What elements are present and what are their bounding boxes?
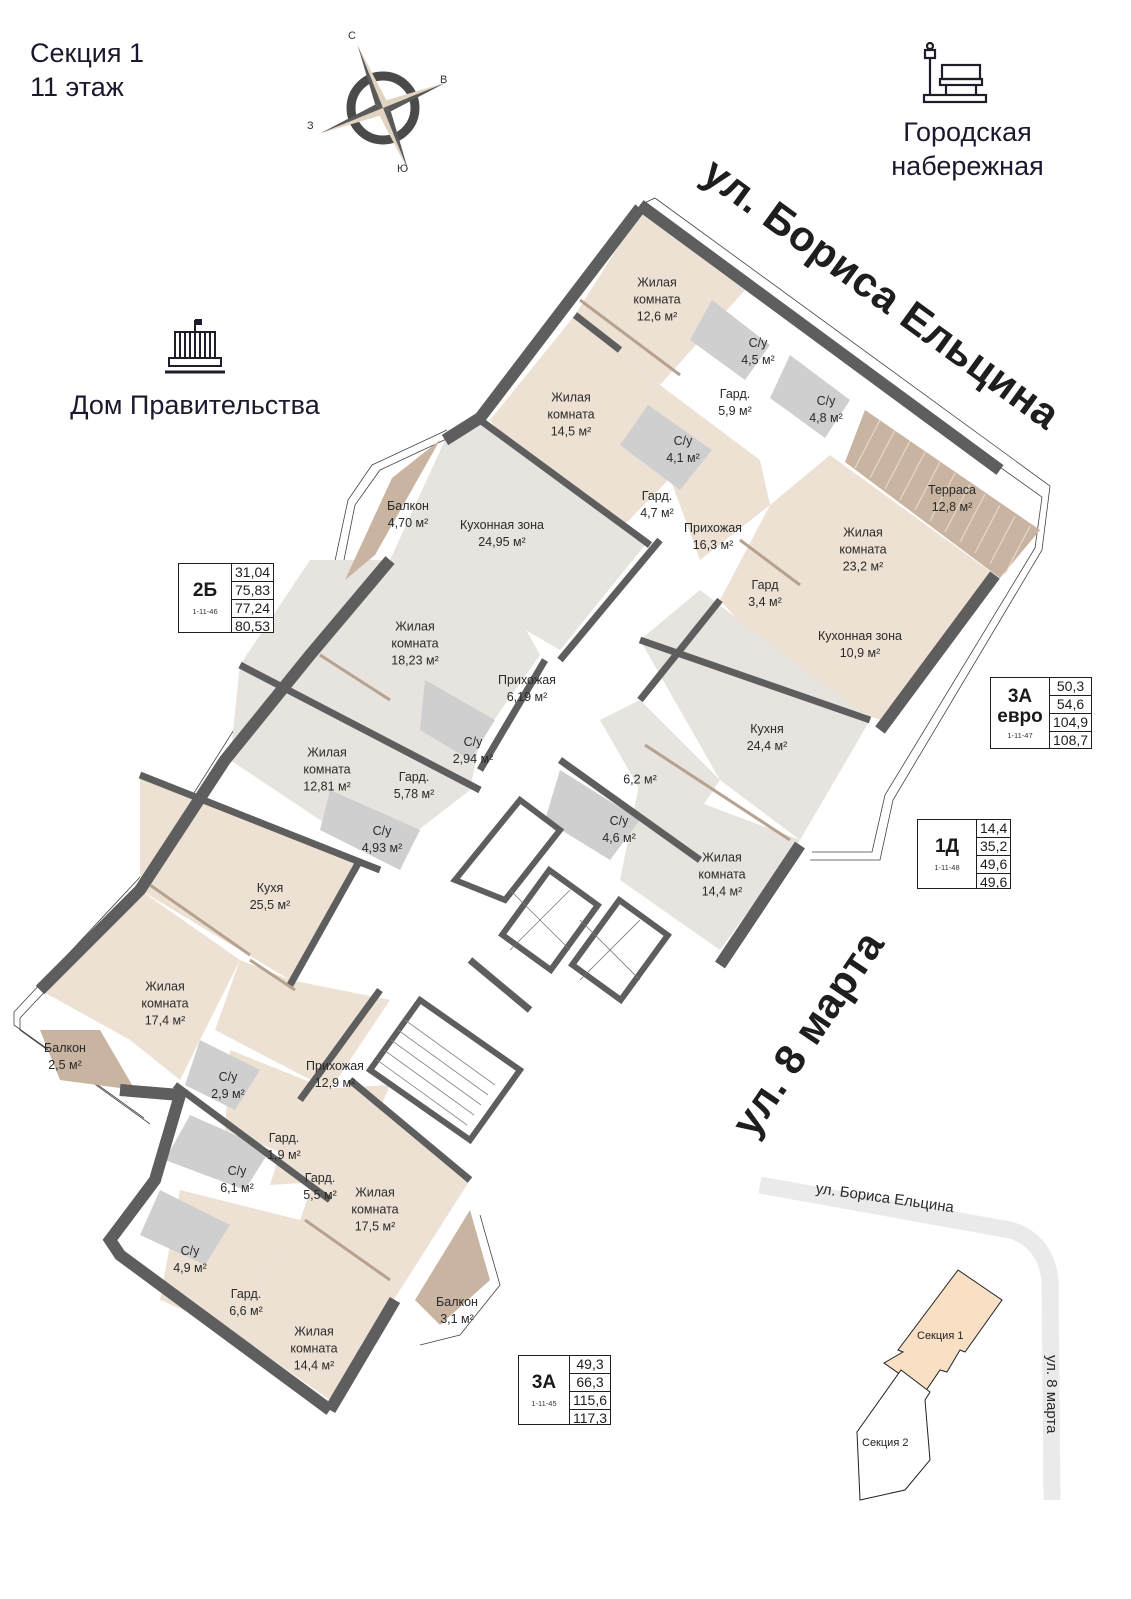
unit-area-value: 77,24 [232,600,274,618]
unit-number: 1-11-45 [531,1398,557,1408]
room-label: Гард.4,7 м² [640,489,674,520]
unit-area-value: 115,6 [570,1392,610,1410]
unit-info-2b[interactable]: 2Б 1-11-46 31,04 75,83 77,24 80,53 [178,563,275,634]
unit-info-1d[interactable]: 1Д 1-11-48 14,4 35,2 49,6 49,6 [917,819,1012,890]
minimap-section-1[interactable]: Секция 1 [917,1330,964,1342]
unit-info-3a[interactable]: 3А 1-11-45 49,3 66,3 115,6 117,3 [518,1355,611,1426]
unit-area-value: 31,04 [232,564,274,582]
unit-area-value: 49,3 [570,1356,610,1374]
embankment-label-line1: Городская [903,117,1032,147]
compass-east: В [440,74,448,86]
unit-area-value: 66,3 [570,1374,610,1392]
plan-header: Секция 1 11 этаж [30,36,144,104]
unit-number: 1-11-47 [1007,730,1033,740]
landmark-embankment: Городская набережная [860,40,1075,183]
unit-area-value: 117,3 [573,1410,607,1426]
floor-title: 11 этаж [30,72,124,102]
unit-number: 1-11-46 [192,606,218,616]
unit-area-value: 80,53 [235,618,271,634]
unit-area-value: 54,6 [1050,696,1092,714]
unit-area-value: 14,4 [977,820,1011,838]
room-label: 6,2 м² [623,772,657,787]
unit-area-value: 49,6 [980,874,1008,890]
unit-code: 1Д [934,835,960,857]
unit-area-value: 108,7 [1053,732,1089,748]
compass-icon [319,44,447,172]
minimap-section-2[interactable]: Секция 2 [862,1437,909,1449]
compass-north: С [348,30,356,42]
landmark-government: Дом Правительства [30,318,360,422]
compass-west: З [307,120,314,132]
minimap-street-right: ул. 8 марта [1043,1355,1060,1434]
unit-area-value: 75,83 [232,582,274,600]
unit-code: 2Б [192,579,218,601]
unit-code: 3А [1007,685,1033,707]
unit-info-3a-evro[interactable]: 3А евро 1-11-47 50,3 54,6 104,9 108,7 [990,677,1093,749]
government-building-icon [165,319,225,374]
room-label: Гард.1,9 м² [267,1131,301,1162]
unit-number: 1-11-48 [934,862,960,872]
room-label: Гард.5,9 м² [718,387,752,418]
compass-rose: С В З Ю [305,30,465,190]
bench-lamp-icon [922,41,988,104]
government-label: Дом Правительства [70,390,320,420]
unit-area-value: 49,6 [977,856,1011,874]
room-label: Гард.5,5 м² [303,1171,337,1202]
section-title: Секция 1 [30,38,145,68]
unit-area-value: 35,2 [977,838,1011,856]
unit-code-suffix: евро [997,705,1043,727]
room-label: Гард.5,78 м² [393,770,435,801]
unit-area-value: 50,3 [1050,678,1092,696]
unit-code: 3А [531,1371,557,1393]
site-plan-minimap [758,1176,1061,1501]
room-label: Гард.6,6 м² [229,1287,263,1318]
compass-south: Ю [397,163,409,175]
unit-area-value: 104,9 [1050,714,1092,732]
embankment-label-line2: набережная [891,151,1044,181]
building-walls [35,200,1061,1501]
